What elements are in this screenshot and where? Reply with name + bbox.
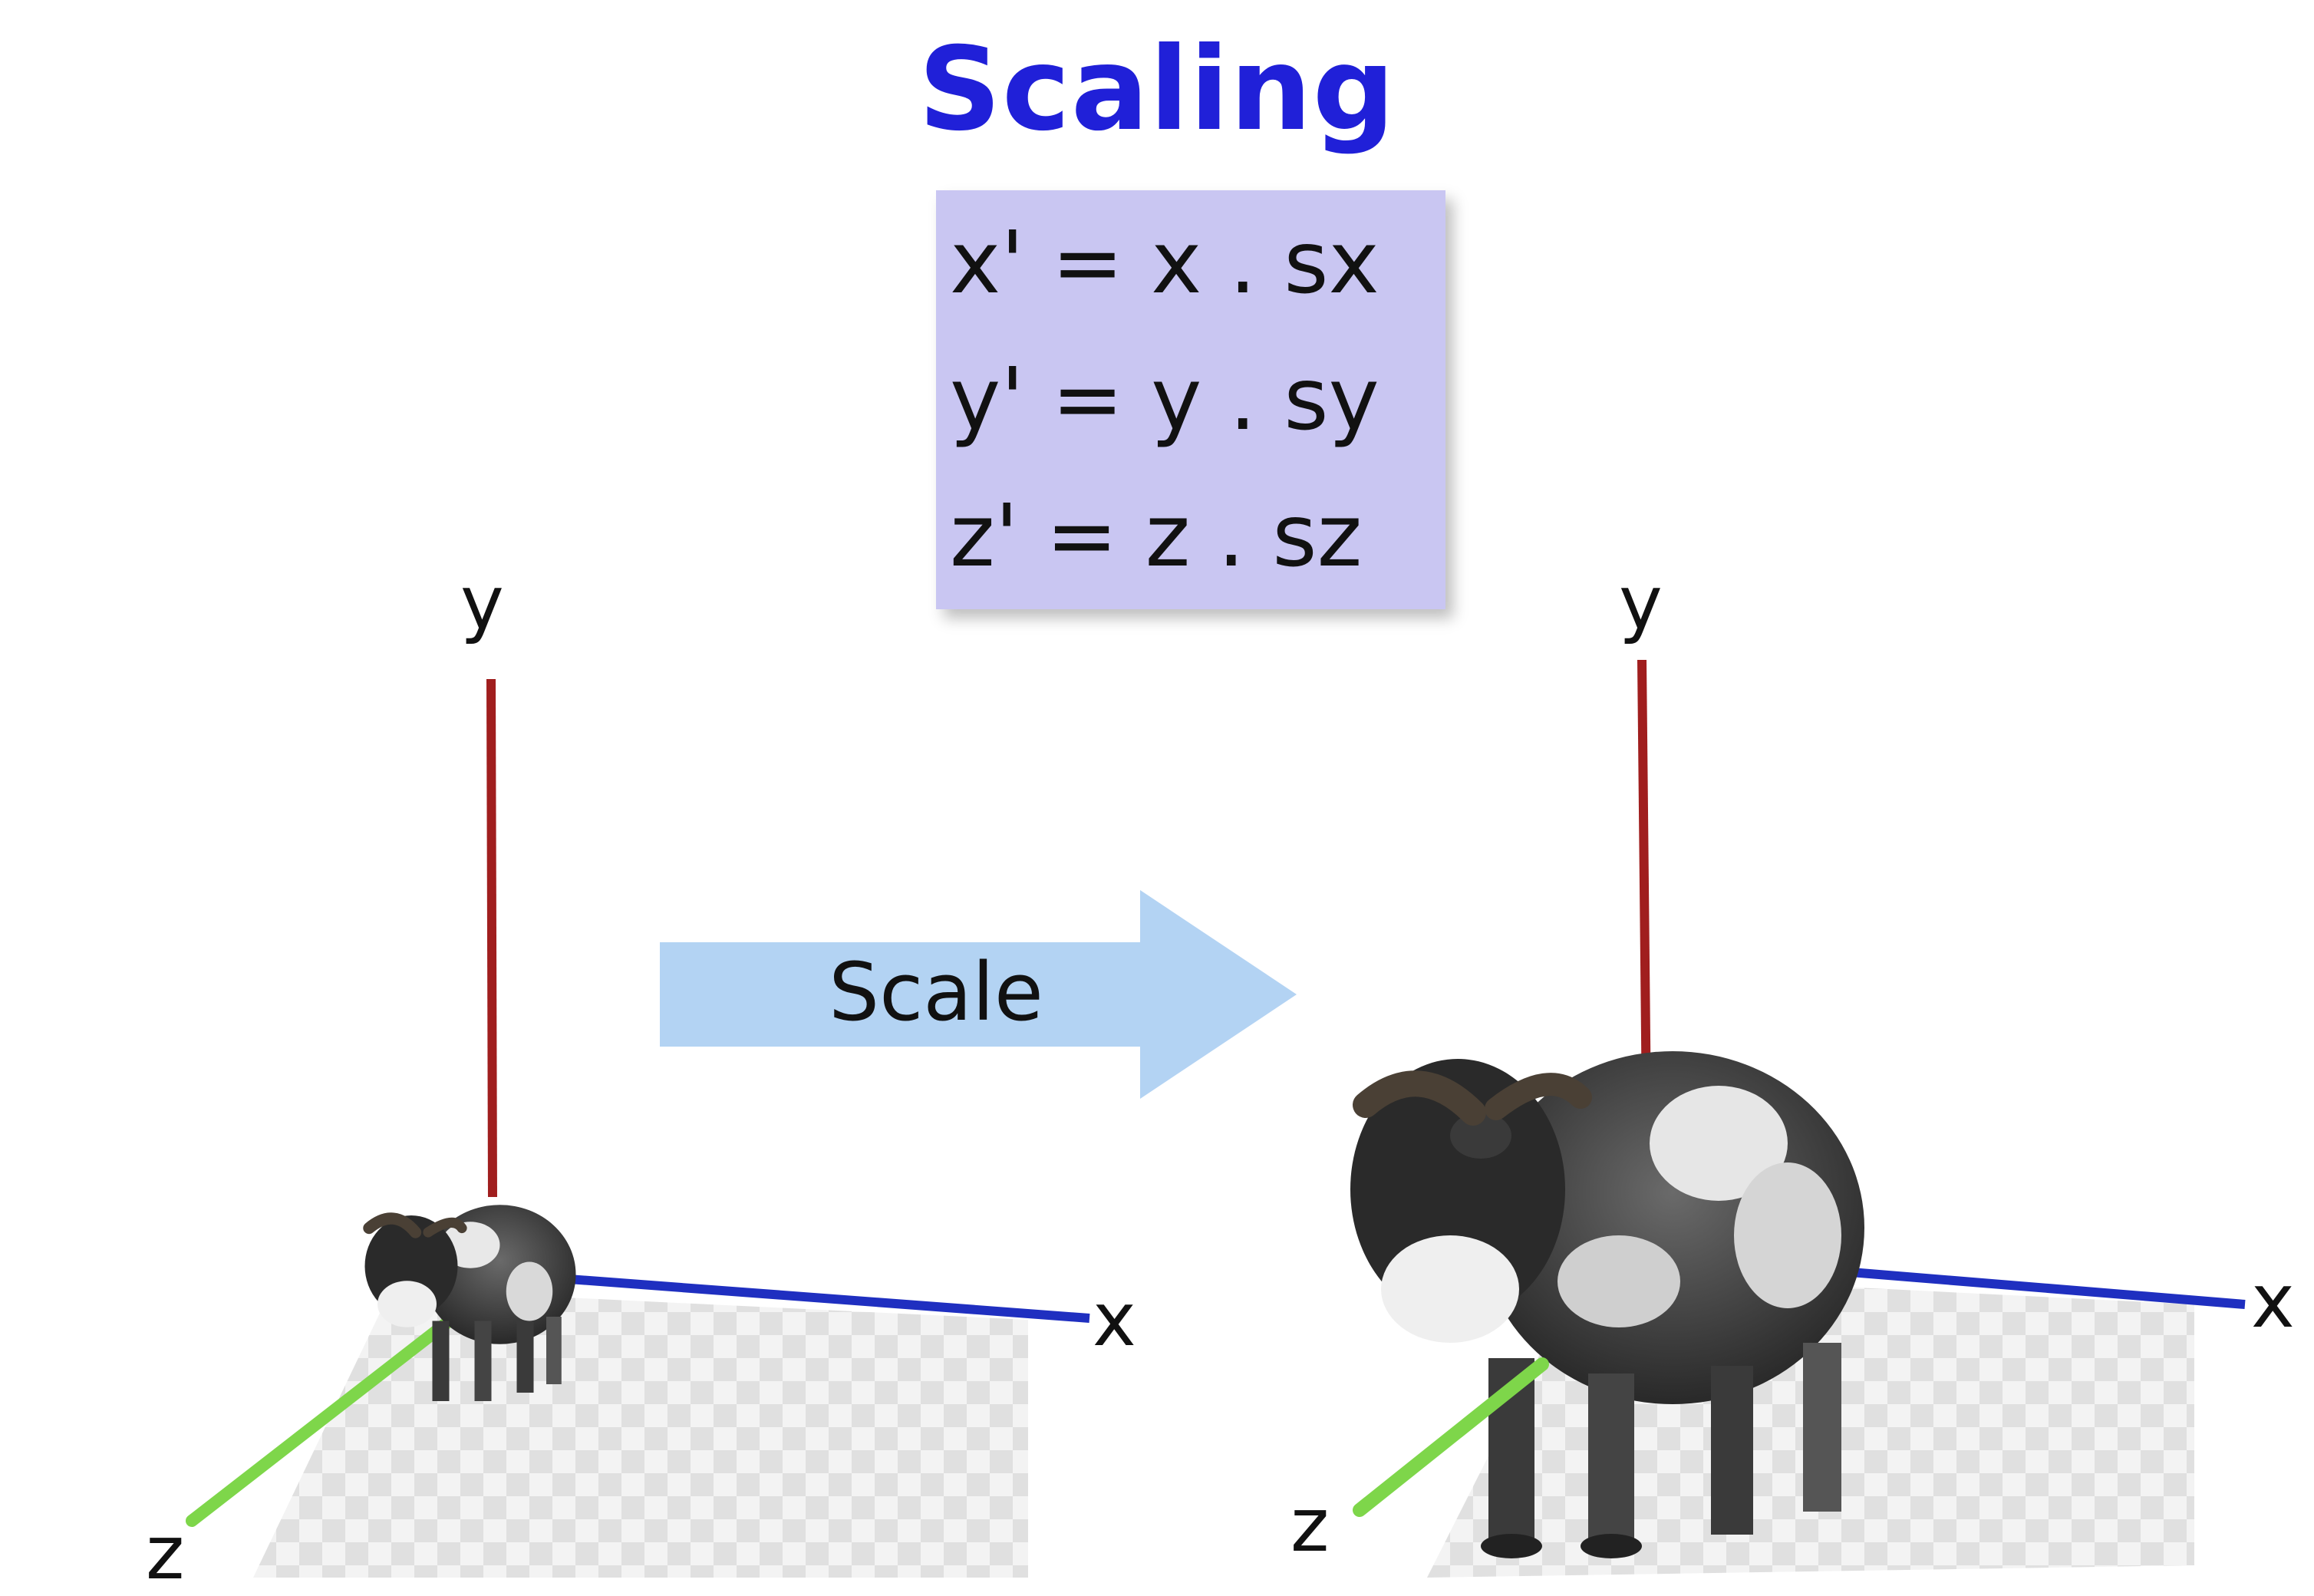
formula-x: x' = x . sx [950,213,1380,313]
formula-y: y' = y . sy [950,350,1380,450]
right-z-label: z [1290,1482,1330,1568]
left-y-label: y [460,560,504,646]
left-scene [186,678,1090,1578]
left-y-axis [486,678,497,1198]
large-cow-image [1350,1051,1864,1558]
formula-z: z' = z . sz [950,486,1363,586]
formula-box: x' = x . sx y' = y . sy z' = z . sz [936,190,1445,609]
right-scene [1350,659,2246,1578]
right-y-label: y [1619,560,1663,646]
left-floor-grid [253,1289,1028,1578]
slide-title: Scaling [918,23,1396,157]
left-x-label: x [1093,1277,1136,1363]
right-x-label: x [2251,1258,2295,1344]
right-z-axis [1353,1357,1549,1517]
small-cow-image [363,1205,576,1401]
scale-arrow-label: Scale [829,945,1043,1039]
left-z-axis [186,1312,459,1527]
left-z-label: z [146,1510,185,1596]
right-y-axis [1637,659,1651,1113]
scale-arrow [660,890,1297,1099]
left-x-axis [548,1273,1090,1323]
